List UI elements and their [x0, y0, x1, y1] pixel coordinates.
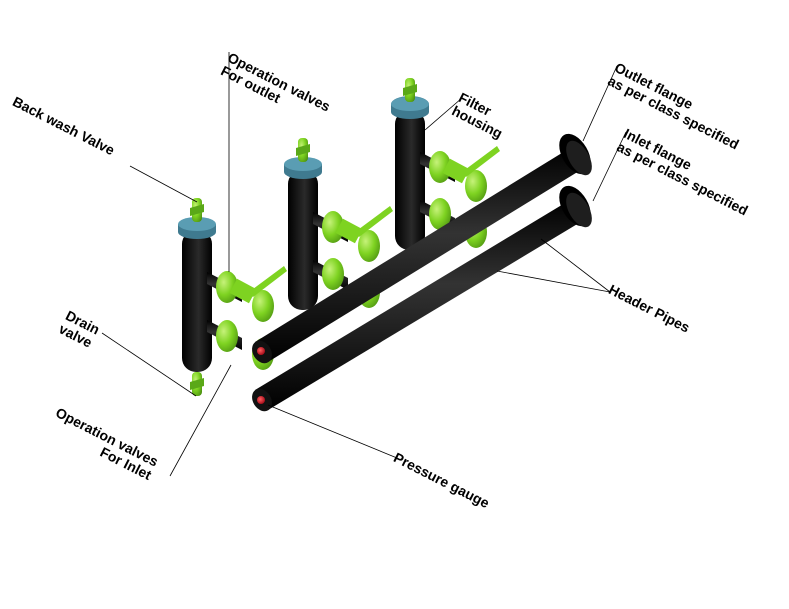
leader-filter-housing [424, 97, 463, 131]
filter-housing-1 [178, 198, 287, 396]
outlet-header-pipe [252, 133, 592, 364]
leader-op-valves-inlet [169, 364, 232, 477]
leader-back-wash-valve [129, 165, 198, 203]
leader-header-pipes-a [540, 238, 611, 293]
filter-housing-3 [391, 78, 500, 250]
leader-header-pipes-b [496, 270, 611, 293]
pressure-gauge-outlet [257, 347, 265, 355]
leader-pressure-gauge [267, 404, 398, 459]
pressure-gauge-inlet [257, 396, 265, 404]
leader-inlet-flange [592, 131, 627, 202]
leader-outlet-flange [582, 65, 618, 142]
inlet-header-pipe [252, 185, 592, 412]
leader-drain-valve [101, 332, 197, 397]
